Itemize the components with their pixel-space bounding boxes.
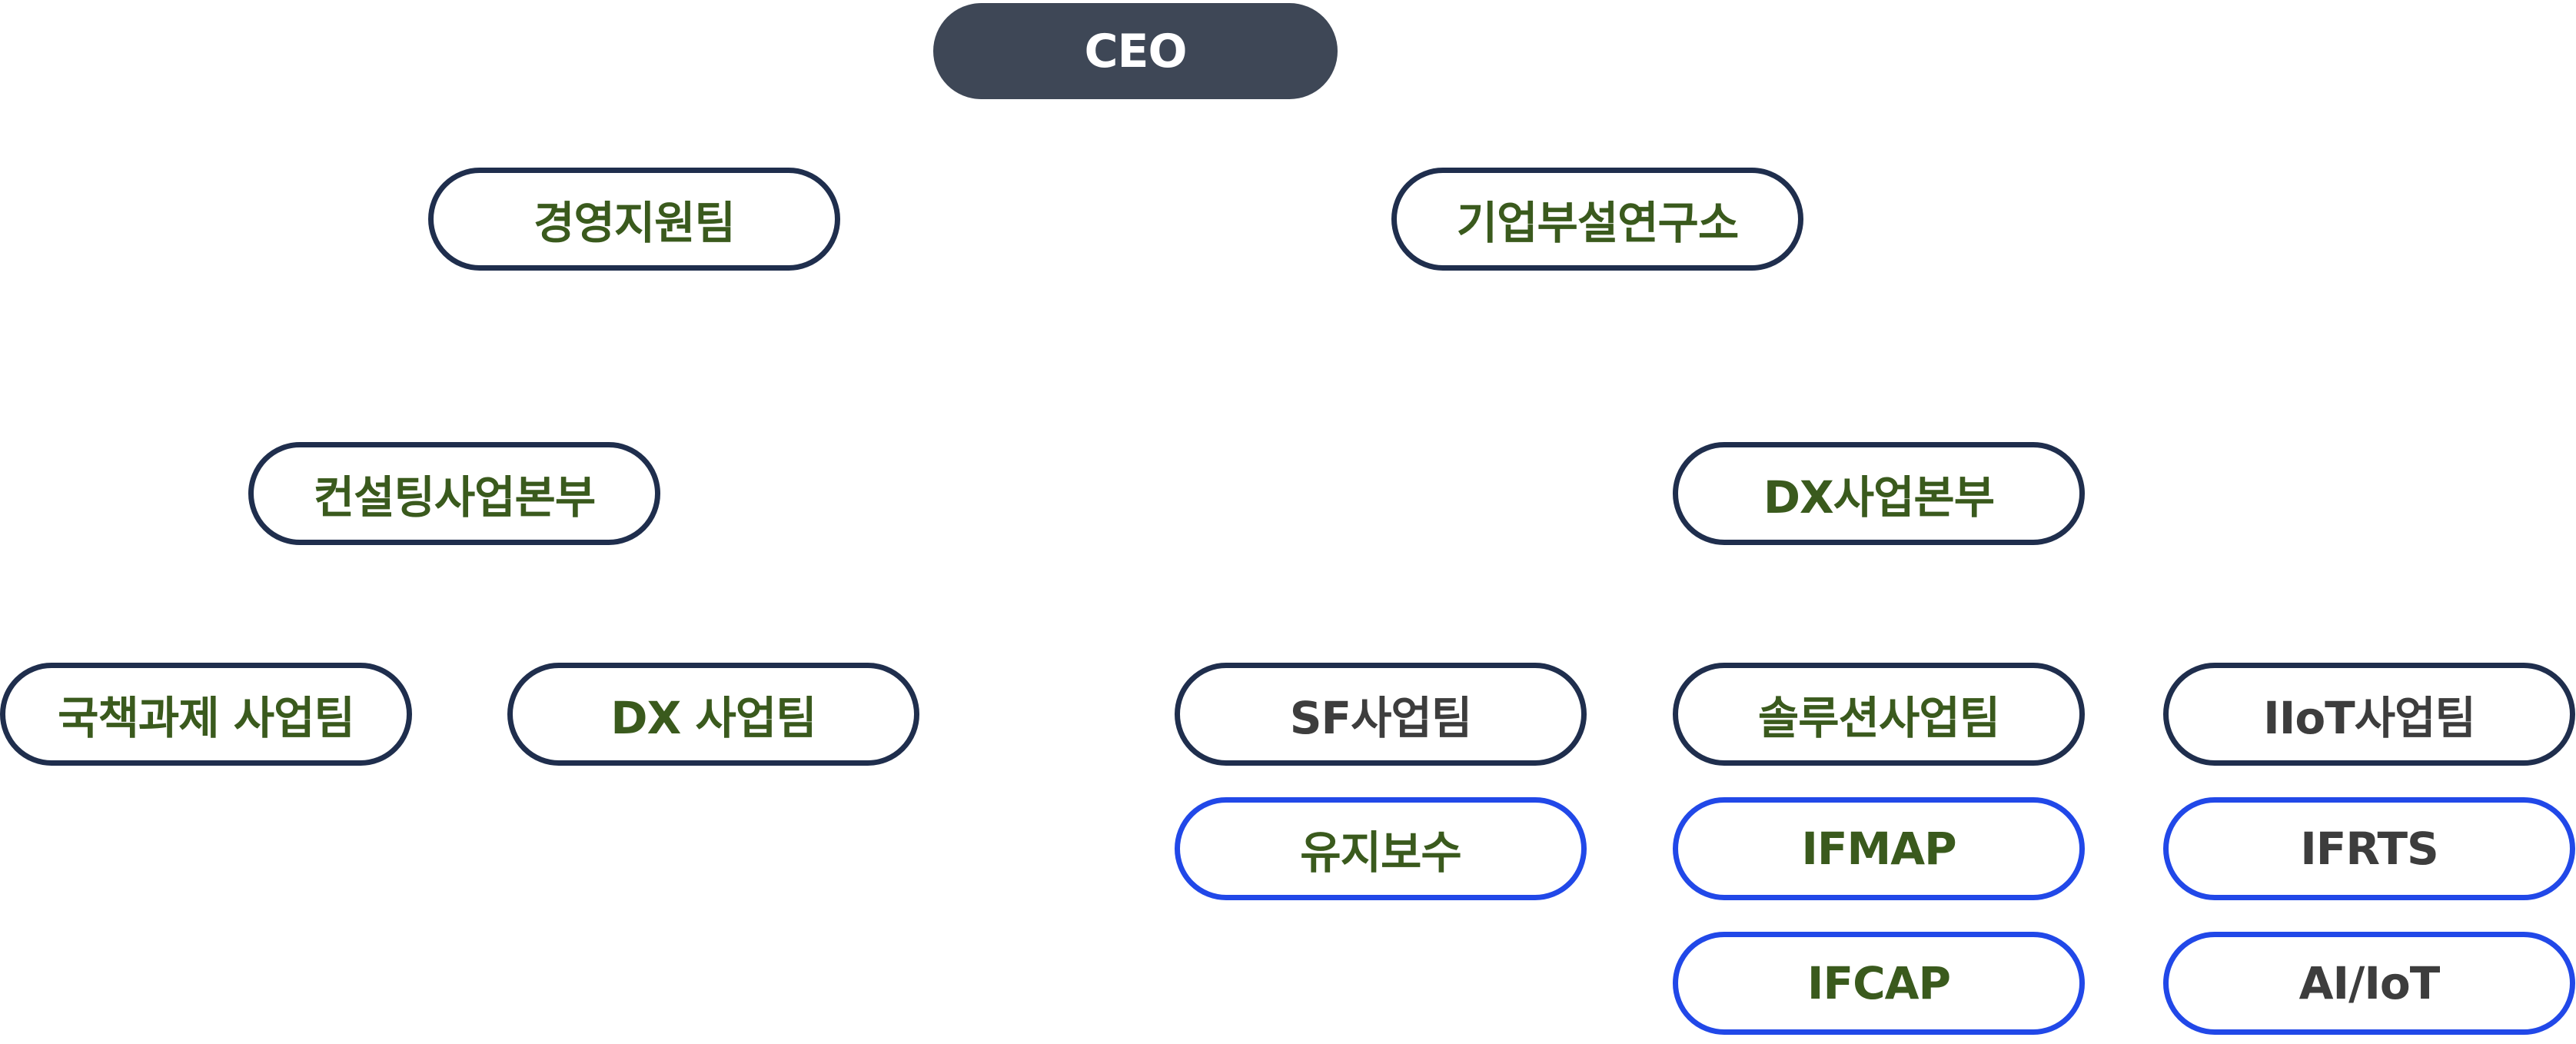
- iiot-team-node[interactable]: IIoT사업팀: [2163, 663, 2575, 766]
- management-support-team-node[interactable]: 경영지원팀: [428, 168, 840, 271]
- management-support-team-label: 경영지원팀: [533, 197, 736, 249]
- dx-division-node[interactable]: DX사업본부: [1673, 442, 2085, 545]
- ceo-node[interactable]: CEO: [933, 3, 1338, 99]
- ceo-label: CEO: [1084, 24, 1187, 78]
- national-project-team-label: 국책과제 사업팀: [58, 692, 355, 744]
- research-lab-label: 기업부설연구소: [1456, 197, 1740, 249]
- ai-iot-node[interactable]: AI/IoT: [2163, 932, 2575, 1035]
- ifmap-label: IFMAP: [1801, 823, 1956, 875]
- maintenance-node[interactable]: 유지보수: [1175, 797, 1587, 900]
- consulting-division-node[interactable]: 컨설팅사업본부: [248, 442, 660, 545]
- dx-team-label: DX 사업팀: [610, 692, 816, 744]
- maintenance-label: 유지보수: [1300, 826, 1461, 879]
- dx-team-node[interactable]: DX 사업팀: [507, 663, 919, 766]
- solution-team-label: 솔루션사업팀: [1757, 692, 2000, 744]
- solution-team-node[interactable]: 솔루션사업팀: [1673, 663, 2085, 766]
- ifrts-label: IFRTS: [2300, 823, 2439, 875]
- sf-team-label: SF사업팀: [1289, 692, 1472, 744]
- ai-iot-label: AI/IoT: [2298, 957, 2441, 1009]
- ifcap-label: IFCAP: [1807, 957, 1951, 1009]
- national-project-team-node[interactable]: 국책과제 사업팀: [0, 663, 412, 766]
- ifrts-node[interactable]: IFRTS: [2163, 797, 2575, 900]
- iiot-team-label: IIoT사업팀: [2263, 692, 2476, 744]
- sf-team-node[interactable]: SF사업팀: [1175, 663, 1587, 766]
- consulting-division-label: 컨설팅사업본부: [313, 471, 597, 524]
- ifmap-node[interactable]: IFMAP: [1673, 797, 2085, 900]
- dx-division-label: DX사업본부: [1763, 471, 1995, 524]
- research-lab-node[interactable]: 기업부설연구소: [1391, 168, 1803, 271]
- ifcap-node[interactable]: IFCAP: [1673, 932, 2085, 1035]
